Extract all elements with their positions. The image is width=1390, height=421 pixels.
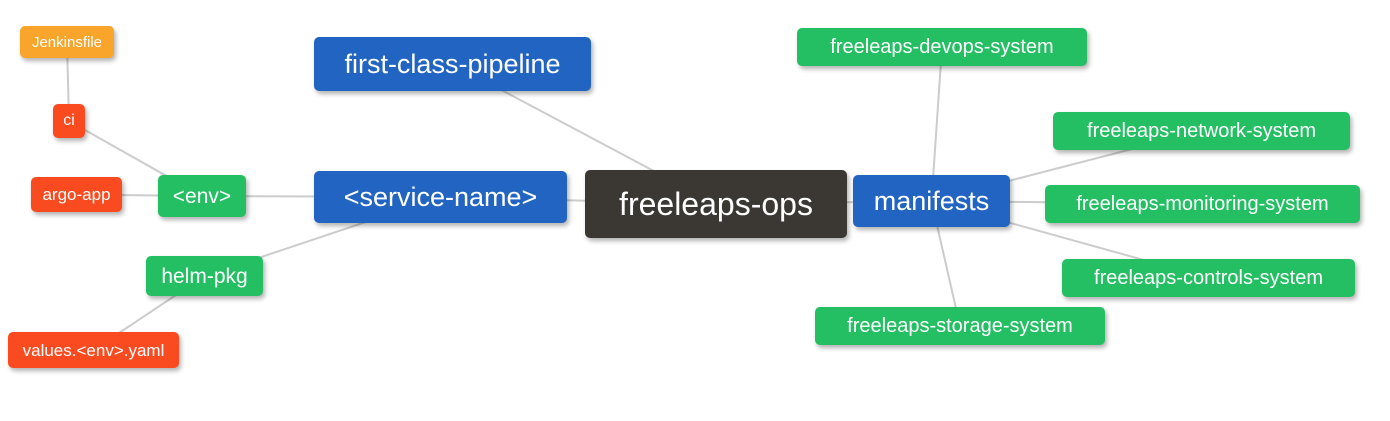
- node-label: <env>: [172, 184, 232, 208]
- node-monitoring-system[interactable]: freeleaps-monitoring-system: [1045, 185, 1360, 223]
- node-controls-system[interactable]: freeleaps-controls-system: [1062, 259, 1355, 297]
- node-label: Jenkinsfile: [31, 33, 103, 51]
- node-ci[interactable]: ci: [53, 104, 85, 138]
- node-label: helm-pkg: [161, 264, 248, 288]
- node-manifests[interactable]: manifests: [853, 175, 1010, 227]
- node-label: freeleaps-controls-system: [1094, 267, 1323, 289]
- node-label: ci: [63, 112, 75, 129]
- node-label: first-class-pipeline: [344, 48, 561, 79]
- node-storage-system[interactable]: freeleaps-storage-system: [815, 307, 1105, 345]
- node-network-system[interactable]: freeleaps-network-system: [1053, 112, 1350, 150]
- node-label: <service-name>: [343, 181, 538, 212]
- node-label: freeleaps-devops-system: [830, 36, 1054, 58]
- node-label: values.<env>.yaml: [22, 340, 165, 360]
- node-label: manifests: [873, 185, 990, 216]
- node-freeleaps-ops[interactable]: freeleaps-ops: [585, 170, 847, 238]
- node-env[interactable]: <env>: [158, 175, 246, 217]
- node-jenkinsfile[interactable]: Jenkinsfile: [20, 26, 114, 58]
- node-label: argo-app: [42, 185, 111, 204]
- node-helm-pkg[interactable]: helm-pkg: [146, 256, 263, 296]
- node-label: freeleaps-storage-system: [847, 315, 1073, 337]
- node-first-class-pipeline[interactable]: first-class-pipeline: [314, 37, 591, 91]
- node-label: freeleaps-ops: [619, 186, 813, 222]
- node-label: freeleaps-monitoring-system: [1076, 193, 1329, 215]
- node-values-env-yaml[interactable]: values.<env>.yaml: [8, 332, 179, 368]
- node-service-name[interactable]: <service-name>: [314, 171, 567, 223]
- node-argo-app[interactable]: argo-app: [31, 177, 122, 212]
- node-devops-system[interactable]: freeleaps-devops-system: [797, 28, 1087, 66]
- node-label: freeleaps-network-system: [1087, 120, 1316, 142]
